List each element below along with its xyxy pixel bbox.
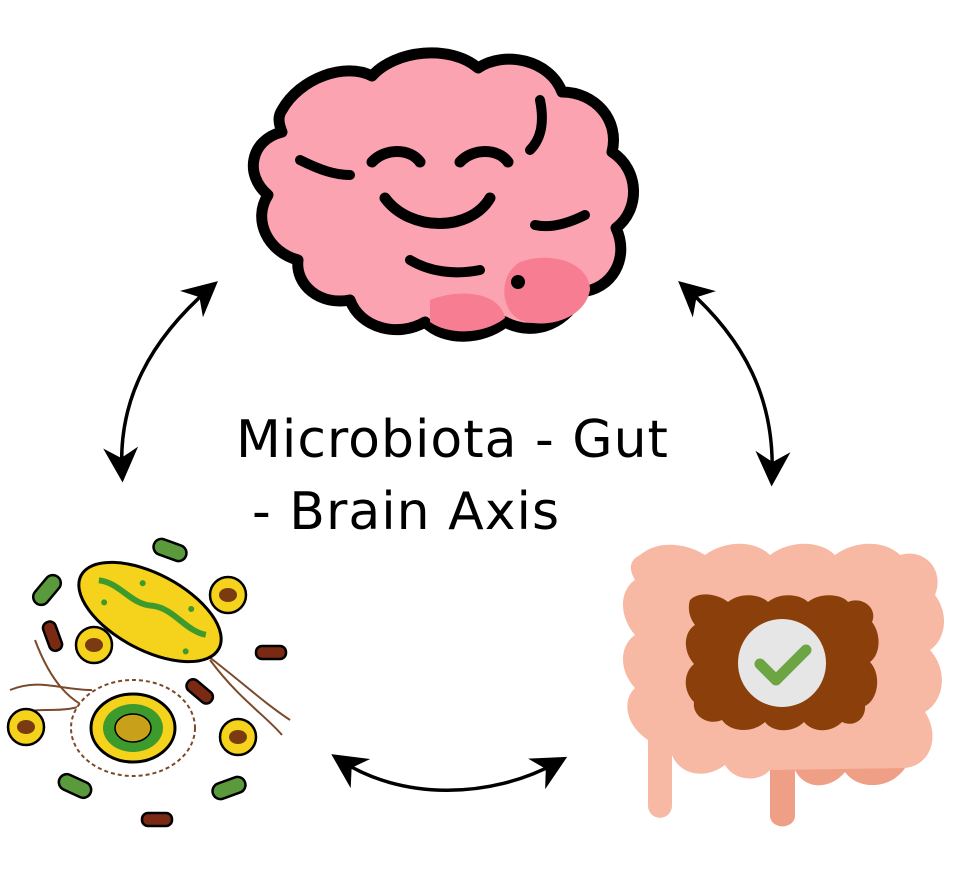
arrow-brain-gut (678, 281, 791, 487)
microbiota-icon (6, 537, 291, 828)
arrow-microbiota-gut (331, 754, 568, 792)
arrow-brain-microbiota (103, 281, 218, 483)
intestine-icon (622, 543, 945, 827)
diagram-title-line-2: - Brain Axis (252, 482, 561, 542)
diagram-title-line-1: Microbiota - Gut (236, 410, 669, 470)
brain-icon (247, 47, 639, 342)
